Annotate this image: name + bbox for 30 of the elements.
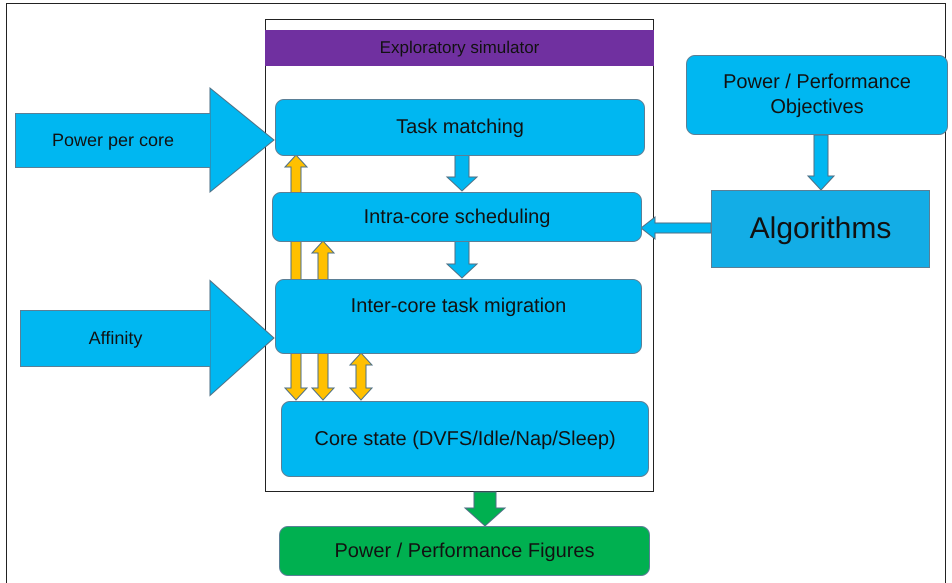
block-arrow — [464, 492, 506, 527]
output-box — [279, 526, 650, 576]
node-label: Power / Performance Objectives — [722, 70, 912, 120]
block-arrow — [446, 240, 478, 279]
process-box — [281, 401, 649, 477]
block-arrow — [210, 279, 275, 397]
algorithm-box — [711, 190, 930, 268]
block-arrow — [210, 86, 275, 194]
node-label: Power / Performance Figures — [334, 538, 595, 564]
block-arrow — [310, 240, 336, 401]
block-arrow — [284, 154, 308, 401]
block-arrow — [640, 216, 712, 240]
block-arrow — [446, 154, 478, 192]
node-label: Inter-core task migration — [350, 294, 566, 319]
node-label: Algorithms — [750, 211, 892, 248]
input-arrow-body — [15, 113, 210, 168]
block-arrow — [806, 134, 836, 191]
process-box — [686, 55, 948, 135]
node-label: Affinity — [88, 327, 142, 350]
block-arrow — [348, 352, 374, 401]
simulator-frame — [265, 19, 654, 492]
process-box — [275, 99, 645, 156]
node-label: Intra-core scheduling — [364, 204, 550, 230]
input-arrow-body — [20, 310, 210, 367]
simulator-header: Exploratory simulator — [265, 30, 654, 66]
process-box — [275, 279, 642, 354]
node-label: Core state (DVFS/Idle/Nap/Sleep) — [314, 426, 616, 452]
node-label: Power per core — [52, 129, 174, 152]
process-box — [272, 192, 642, 242]
node-label: Task matching — [396, 115, 524, 140]
